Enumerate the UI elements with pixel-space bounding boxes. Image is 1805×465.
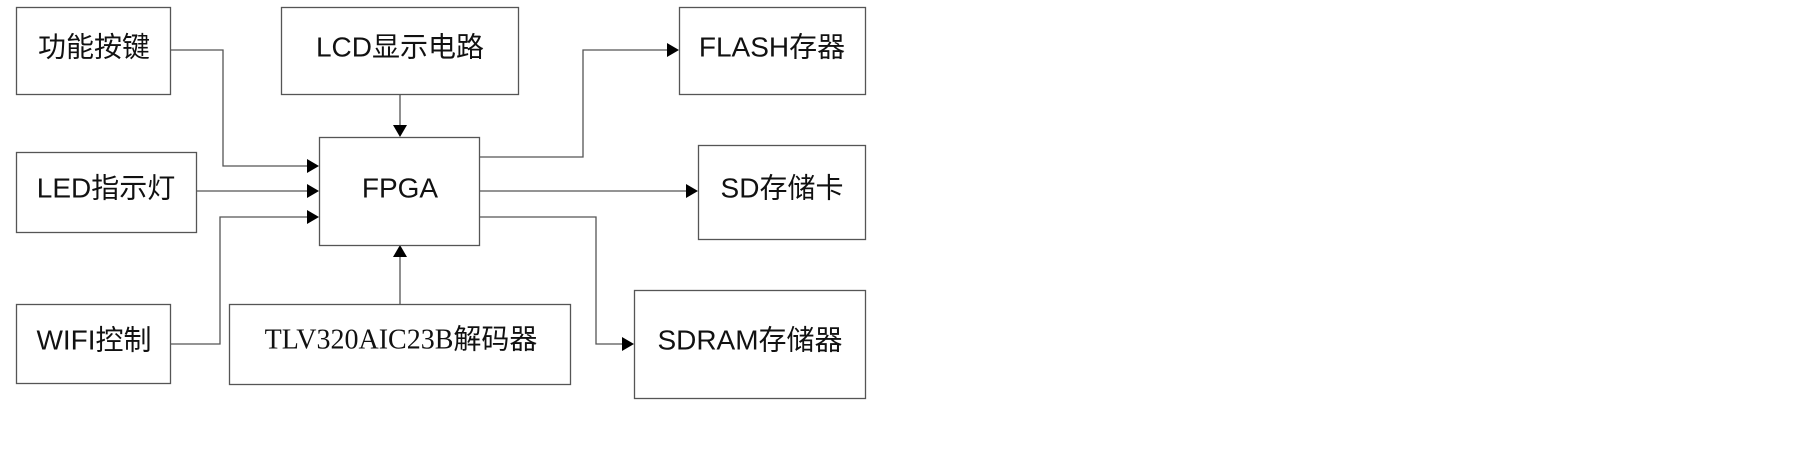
arrow-codec-to-fpga-icon bbox=[393, 245, 407, 257]
block-wifi-control: WIFI控制 bbox=[15, 303, 172, 385]
block-sd-card: SD存储卡 bbox=[697, 144, 867, 241]
block-codec-label: TLV320AIC23B解码器 bbox=[265, 323, 538, 355]
block-codec: TLV320AIC23B解码器 bbox=[228, 303, 572, 386]
arrow-wifi-to-fpga-icon bbox=[307, 210, 319, 224]
block-sdram-label: SDRAM存储器 bbox=[657, 324, 842, 355]
block-sdram: SDRAM存储器 bbox=[633, 289, 867, 400]
wire-fpga-to-sdram bbox=[480, 216, 622, 345]
block-function-keys: 功能按键 bbox=[15, 6, 172, 96]
block-lcd-display: LCD显示电路 bbox=[280, 6, 520, 96]
wire-wifi-to-fpga bbox=[170, 216, 307, 345]
wire-keys-to-fpga bbox=[170, 49, 307, 167]
block-function-keys-label: 功能按键 bbox=[38, 31, 150, 62]
block-wifi-control-label: WIFI控制 bbox=[36, 324, 151, 355]
block-led-indicator-label: LED指示灯 bbox=[37, 172, 175, 203]
block-fpga-label: FPGA bbox=[362, 172, 439, 203]
block-flash-label: FLASH存器 bbox=[699, 31, 845, 62]
arrow-led-to-fpga-icon bbox=[307, 184, 319, 198]
block-fpga: FPGA bbox=[318, 136, 481, 247]
connectors bbox=[170, 43, 698, 351]
arrow-fpga-to-sd-icon bbox=[686, 184, 698, 198]
block-flash: FLASH存器 bbox=[678, 6, 867, 96]
block-lcd-display-label: LCD显示电路 bbox=[316, 31, 484, 62]
arrow-fpga-to-flash-icon bbox=[667, 43, 679, 57]
block-led-indicator: LED指示灯 bbox=[15, 151, 198, 234]
arrow-keys-to-fpga-icon bbox=[307, 159, 319, 173]
arrow-lcd-to-fpga-icon bbox=[393, 125, 407, 137]
block-sd-card-label: SD存储卡 bbox=[721, 172, 844, 203]
arrow-fpga-to-sdram-icon bbox=[622, 337, 634, 351]
wire-fpga-to-flash bbox=[480, 49, 667, 158]
